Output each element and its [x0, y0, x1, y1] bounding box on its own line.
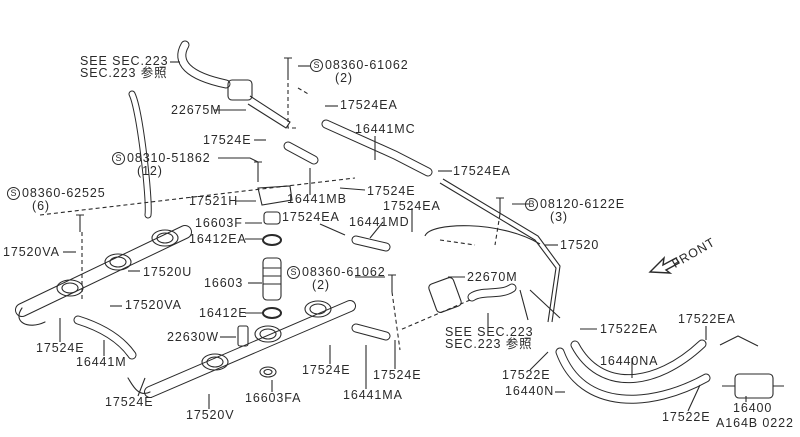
- part-number: 08360-62525: [22, 186, 106, 200]
- s-circle-icon: S: [310, 59, 323, 72]
- part-label: 17524E: [105, 395, 154, 409]
- part-label: 16400: [733, 401, 773, 415]
- part-label: 16412EA: [189, 232, 247, 246]
- part-label: 17524EA: [282, 210, 340, 224]
- part-label: 16412E: [199, 306, 248, 320]
- quantity: (2): [312, 278, 330, 292]
- part-label: 17520V: [186, 408, 235, 422]
- ref-line-1: SEE SEC.223: [80, 54, 169, 68]
- part-label: 17522EA: [600, 322, 658, 336]
- part-label: 16603: [204, 276, 244, 290]
- part-label: 17524E: [367, 184, 416, 198]
- part-label: 17524E: [36, 341, 85, 355]
- part-label: 16441MA: [343, 388, 403, 402]
- part-label: 17524E: [302, 363, 351, 377]
- part-label: 17524EA: [383, 199, 441, 213]
- part-label: 16441MD: [349, 215, 410, 229]
- part-label: 16440NA: [600, 354, 659, 368]
- part-label: 22670M: [467, 270, 518, 284]
- part-number: 08310-51862: [127, 151, 211, 165]
- quantity: (12): [137, 164, 163, 178]
- front-arrow-icon: [648, 256, 680, 274]
- part-label: 17524EA: [453, 164, 511, 178]
- part-label: 17522EA: [678, 312, 736, 326]
- s-circle-icon: S: [287, 266, 300, 279]
- part-number: 08120-6122E: [540, 197, 625, 211]
- part-label: 16440N: [505, 384, 555, 398]
- fuel-rails: [15, 225, 356, 398]
- part-label: 16441MB: [287, 192, 347, 206]
- part-label: 17522E: [662, 410, 711, 424]
- ref-line-1: SEE SEC.223: [445, 325, 534, 339]
- part-label: 22675M: [171, 103, 222, 117]
- quantity: (2): [335, 71, 353, 85]
- ref-line-2: SEC.223 参照: [80, 66, 168, 80]
- ref-line-2: SEC.223 参照: [445, 337, 533, 351]
- part-label: 17520U: [143, 265, 193, 279]
- part-label: 17520: [560, 238, 600, 252]
- part-label: 16603FA: [245, 391, 302, 405]
- quantity: (3): [550, 210, 568, 224]
- part-label: 17520VA: [3, 245, 60, 259]
- part-label: 16603F: [195, 216, 243, 230]
- s-circle-icon: S: [7, 187, 20, 200]
- diagram-id: A164B 0222: [716, 416, 794, 430]
- part-label: 17524EA: [340, 98, 398, 112]
- part-label: 17520VA: [125, 298, 182, 312]
- part-number: 08360-61062: [302, 265, 386, 279]
- part-label: 17524E: [373, 368, 422, 382]
- see-section-ref-bottom: SEE SEC.223 SEC.223 参照: [445, 325, 534, 351]
- part-label: 16441M: [76, 355, 127, 369]
- part-label: 17522E: [502, 368, 551, 382]
- part-label: 17521H: [189, 194, 239, 208]
- dashed-guides: [39, 76, 501, 351]
- part-label: 17524E: [203, 133, 252, 147]
- quantity: (6): [32, 199, 50, 213]
- hoses: [73, 40, 711, 404]
- b-circle-icon: B: [525, 198, 538, 211]
- steel-pipes: [424, 178, 561, 323]
- see-section-ref-top: SEE SEC.223 SEC.223 参照: [80, 54, 169, 80]
- s-circle-icon: S: [112, 152, 125, 165]
- part-number: 08360-61062: [325, 58, 409, 72]
- part-label: 22630W: [167, 330, 219, 344]
- part-label: 16441MC: [355, 122, 416, 136]
